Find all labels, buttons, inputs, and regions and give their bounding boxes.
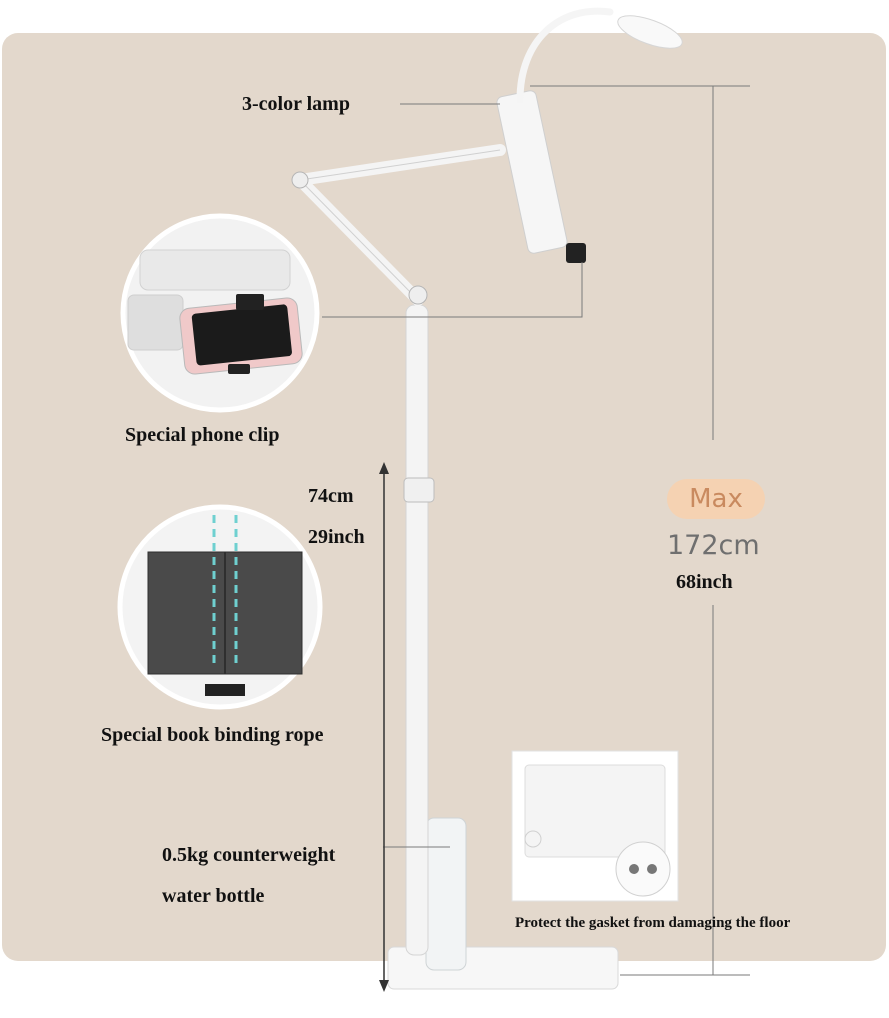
stand-pole: [405, 304, 429, 956]
max-height-cm: 172cm: [667, 530, 760, 561]
gasket-detail: [511, 750, 679, 902]
max-height-inch: 68inch: [676, 571, 733, 593]
lamp-neck: [516, 7, 614, 104]
lamp-label: 3-color lamp: [242, 93, 350, 115]
phone-clip-label: Special phone clip: [125, 424, 280, 446]
height-inch-label: 29inch: [308, 526, 365, 548]
water-bottle: [425, 817, 467, 971]
book-rope-detail: [117, 504, 323, 710]
gasket-label: Protect the gasket from damaging the flo…: [515, 915, 791, 931]
lamp-head: [617, 15, 683, 49]
counterweight-label-line2: water bottle: [162, 885, 265, 907]
phone-clip-detail: [120, 213, 320, 413]
book-rope-label: Special book binding rope: [101, 724, 324, 746]
height-cm-label: 74cm: [308, 485, 354, 507]
height-knob: [403, 477, 435, 503]
counterweight-label: 0.5kg counterweight: [162, 844, 336, 866]
holder-head: [496, 90, 568, 254]
max-height-badge: Max: [667, 479, 765, 519]
